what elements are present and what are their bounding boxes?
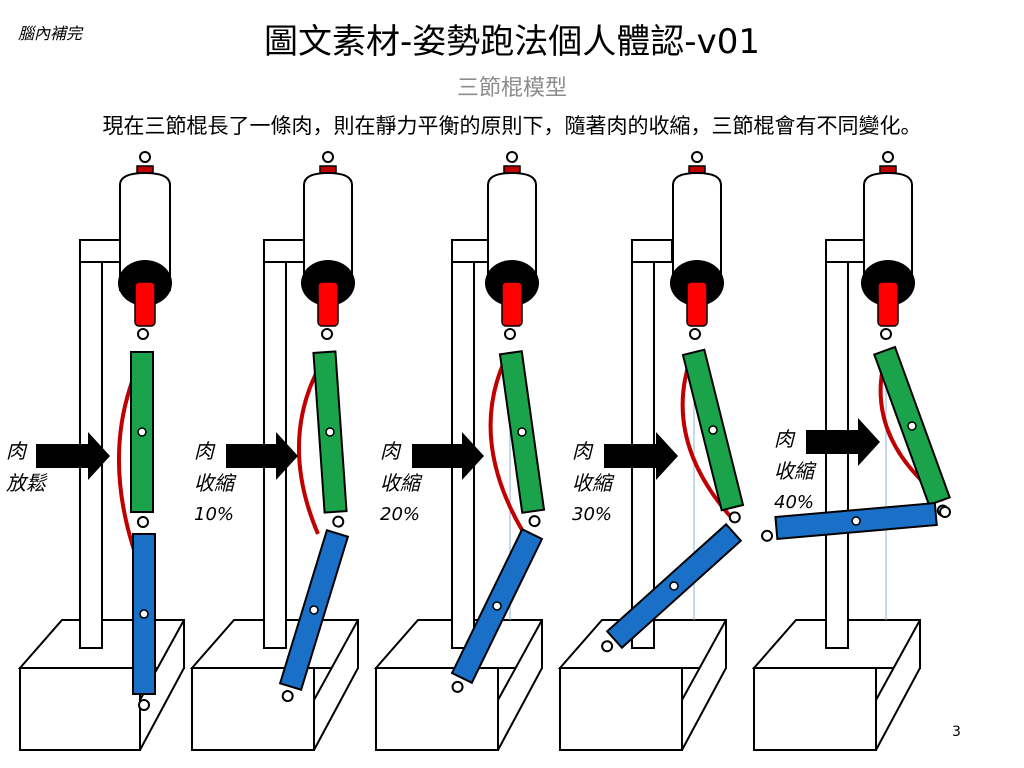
description-text: 現在三節棍長了一條肉，則在靜力平衡的原則下，隨著肉的收縮，三節棍會有不同變化。: [102, 114, 922, 138]
panel-label-percent: 30%: [572, 504, 612, 525]
panel-label-line2: 收縮: [380, 471, 423, 495]
panel-contract-40: 肉 收縮 40%: [751, 151, 951, 751]
actuator: [670, 151, 724, 340]
actuator: [118, 151, 172, 340]
panel-label-percent: 20%: [380, 504, 420, 525]
page-subtitle: 三節棍模型: [456, 76, 567, 101]
pedestal: [189, 619, 359, 751]
upper-segment: [312, 350, 348, 528]
actuator: [861, 151, 915, 340]
panel-label-line2: 收縮: [774, 459, 817, 483]
panel-label-line2: 收縮: [572, 471, 615, 495]
lower-segment: [761, 501, 938, 542]
panel-label-line2: 收縮: [194, 471, 237, 495]
panel-label-percent: 10%: [194, 504, 234, 525]
upper-segment: [130, 351, 154, 528]
actuator: [485, 151, 539, 340]
panel-label-line2: 放鬆: [6, 471, 48, 495]
push-arrow: [604, 432, 678, 480]
actuator: [301, 151, 355, 340]
panel-label-line1: 肉: [572, 439, 594, 463]
muscle: [488, 361, 524, 531]
panel-label-line1: 肉: [774, 427, 796, 451]
lower-segment: [601, 522, 743, 653]
page-title: 圖文素材-姿勢跑法個人體認-v01: [264, 22, 760, 62]
panel-label-line1: 肉: [6, 439, 28, 463]
upper-segment: [498, 350, 546, 528]
muscle: [297, 361, 324, 535]
page-number: 3: [952, 724, 961, 740]
panel-label-line1: 肉: [380, 439, 402, 463]
panel-relaxed: 肉 放鬆: [6, 151, 185, 751]
push-arrow: [806, 418, 880, 466]
push-arrow: [412, 432, 484, 480]
push-arrow: [226, 432, 298, 480]
panel-label-line1: 肉: [194, 439, 216, 463]
pedestal: [17, 619, 185, 751]
lower-segment: [132, 533, 156, 711]
corner-note: 腦內補完: [18, 24, 83, 43]
joint-pin: [939, 506, 951, 518]
push-arrow: [36, 432, 110, 480]
panel-contract-30: 肉 收縮 30%: [557, 151, 745, 751]
panel-label-percent: 40%: [774, 492, 814, 513]
panel-contract-20: 肉 收縮 20%: [373, 151, 546, 751]
muscle: [680, 359, 732, 518]
lower-segment: [278, 529, 350, 703]
upper-segment: [681, 348, 745, 524]
lower-segment: [450, 527, 544, 693]
panel-contract-10: 肉 收縮 10%: [189, 151, 359, 751]
